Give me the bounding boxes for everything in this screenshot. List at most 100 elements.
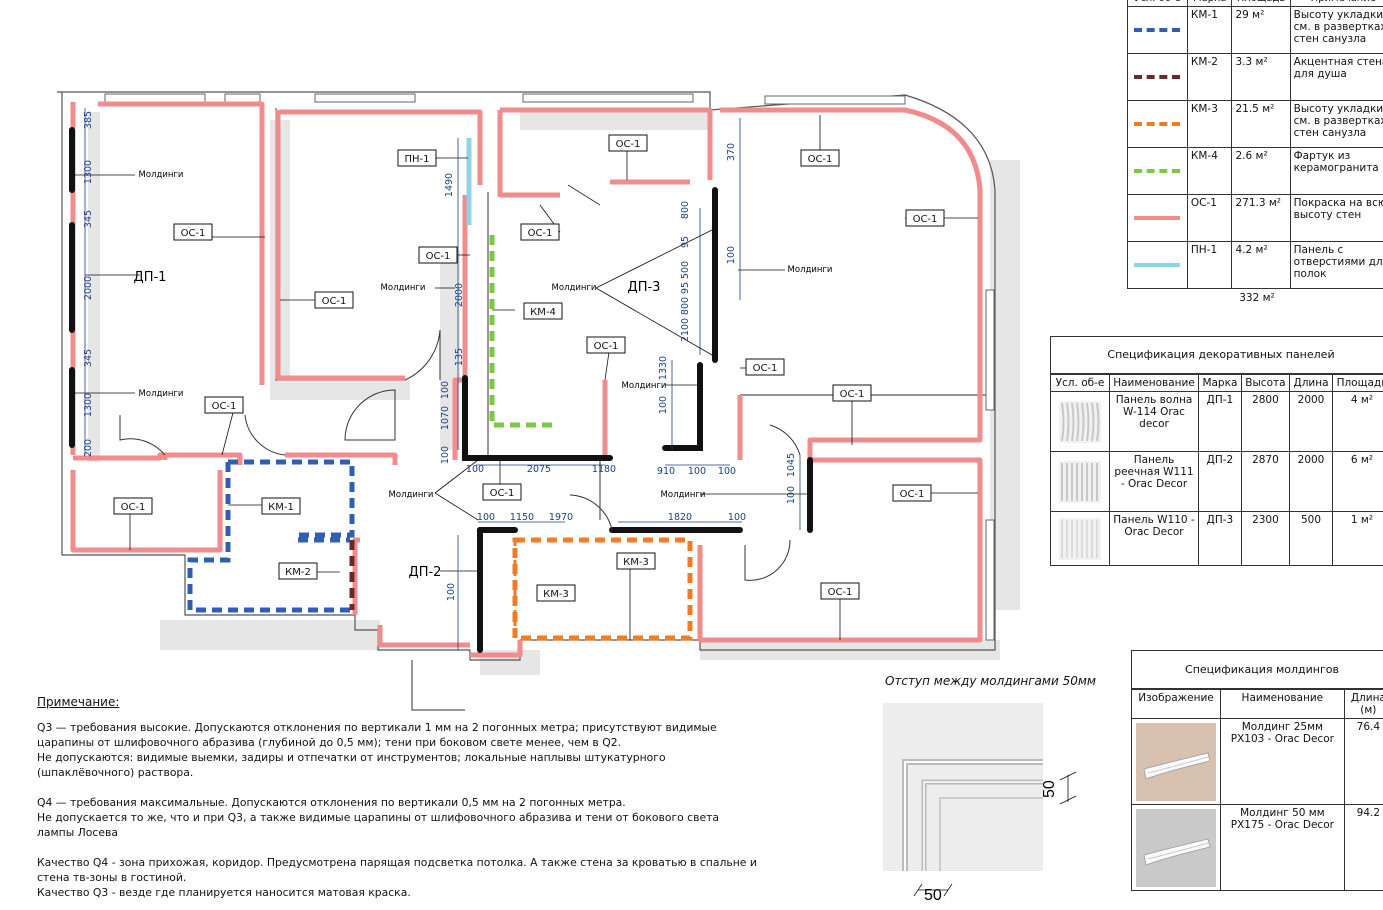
finish-mark: КМ-4 <box>1186 147 1233 195</box>
svg-text:КМ-3: КМ-3 <box>543 589 569 600</box>
moldings-label: Молдинги <box>139 389 184 399</box>
molding-header: Изображение <box>1131 689 1221 719</box>
svg-text:ОС-1: ОС-1 <box>828 587 853 598</box>
legend-swatch <box>1134 122 1181 126</box>
dimension-label: 370 <box>726 143 737 161</box>
panel-area: 6 м² <box>1331 451 1383 512</box>
offset-dim-horizontal: 50 <box>924 887 942 904</box>
finish-area: 29 м² <box>1231 6 1291 54</box>
room-label-km2: КМ-2 <box>278 562 318 580</box>
finish-mark: КМ-1 <box>1186 6 1233 54</box>
finish-note: Высоту укладки см. в развертках стен сан… <box>1289 6 1383 54</box>
note-q4-not: Не допускается то же, что и при Q3, а та… <box>37 811 720 839</box>
svg-text:ОС-1: ОС-1 <box>840 389 865 400</box>
dimension-label: 100 <box>440 446 451 464</box>
panel-thumb <box>1050 511 1110 566</box>
room-label-os1-bed2: ОС-1 <box>314 291 354 309</box>
finish-note: Акцентная стена для душа <box>1289 53 1383 101</box>
dimension-label: 100 <box>446 583 457 601</box>
dp-label-1: ДП-1 <box>134 270 167 285</box>
moldings-label: Молдинги <box>381 283 426 293</box>
svg-text:КМ-4: КМ-4 <box>530 307 556 318</box>
room-label-os1-right: ОС-1 <box>800 149 840 167</box>
finish-swatch <box>1127 6 1188 54</box>
finish-table: Усл. об-еМаркаПлощадьПримечание КМ-129 м… <box>1127 0 1383 304</box>
dimension-label: 1300 <box>83 160 94 184</box>
notes: Примечание: Q3 — требования высокие. Доп… <box>37 695 757 900</box>
finish-note: Высоту укладки см. в развертках стен сан… <box>1289 100 1383 148</box>
svg-text:ОС-1: ОС-1 <box>913 214 938 225</box>
molding-image <box>1136 722 1216 801</box>
finish-swatch <box>1127 147 1188 195</box>
panel-table-title: Спецификация декоративных панелей <box>1050 336 1383 374</box>
notes-title: Примечание: <box>37 695 120 709</box>
room-label-os1-hallb: ОС-1 <box>482 483 522 501</box>
dimension-label: 100 <box>658 396 669 414</box>
dimension-label: 100 <box>477 512 495 523</box>
dimension-label: 100 <box>440 381 451 399</box>
room-labels: ОС-1ОС-1ПН-1ОС-1ОС-1КМ-4ОС-1ОС-1ОС-1ОС-1… <box>113 134 945 602</box>
room-label-pn1: ПН-1 <box>397 149 437 167</box>
dimension-label: 1330 <box>658 356 669 380</box>
dimension-label: 100 <box>728 512 746 523</box>
moldings-label: Молдинги <box>552 283 597 293</box>
svg-text:ОС-1: ОС-1 <box>528 228 553 239</box>
svg-text:ПН-1: ПН-1 <box>404 154 429 165</box>
paint-walls <box>70 101 983 658</box>
panel-name: Панель W110 - Orac Decor <box>1109 511 1199 566</box>
doors <box>119 184 801 711</box>
svg-text:ОС-1: ОС-1 <box>808 154 833 165</box>
molding-header: Длина (м) <box>1343 689 1383 719</box>
dimension-label: 1490 <box>444 173 455 197</box>
panel-header: Площадь <box>1331 374 1383 392</box>
offset-detail: 50 50 <box>883 703 1077 904</box>
panel-area: 4 м² <box>1331 391 1383 452</box>
dimension-label: 100 <box>688 466 706 477</box>
room-label-os1-corr: ОС-1 <box>586 336 626 354</box>
finish-mark: КМ-2 <box>1186 53 1233 101</box>
svg-text:КМ-1: КМ-1 <box>268 502 294 513</box>
finish-note: Фартук из керамогранита <box>1289 147 1383 195</box>
panel-height: 2300 <box>1240 511 1291 566</box>
room-label-os1-left: ОС-1 <box>173 223 213 241</box>
legend-swatch <box>1134 263 1181 267</box>
finish-mark: ОС-1 <box>1186 194 1233 242</box>
svg-text:ОС-1: ОС-1 <box>426 251 451 262</box>
dimension-label: 135 <box>454 348 465 366</box>
km1-tiles <box>187 459 355 613</box>
svg-text:ОС-1: ОС-1 <box>594 341 619 352</box>
legend-swatch <box>1134 216 1181 220</box>
svg-text:ОС-1: ОС-1 <box>900 489 925 500</box>
svg-text:ОС-1: ОС-1 <box>322 296 347 307</box>
dimension-label: 345 <box>83 349 94 367</box>
room-label-os1-mid: ОС-1 <box>520 223 560 241</box>
panel-header: Высота <box>1240 374 1291 392</box>
dimension-label: 1045 <box>786 453 797 477</box>
finish-mark: ПН-1 <box>1186 241 1233 289</box>
molding-name: Молдинг 25мм PX103 - Orac Decor <box>1220 718 1345 805</box>
finish-total: 332 м² <box>1239 292 1275 304</box>
dimension-lines <box>84 108 801 650</box>
svg-text:ОС-1: ОС-1 <box>212 401 237 412</box>
panel-thumb <box>1050 451 1110 512</box>
finish-swatch <box>1127 100 1188 148</box>
svg-text:КМ-2: КМ-2 <box>285 567 311 578</box>
km4-tiles <box>489 235 555 428</box>
panel-image <box>1059 400 1101 443</box>
molding-name: Молдинг 50 мм PX175 - Orac Decor <box>1220 804 1345 891</box>
moldings-label: Молдинги <box>389 490 434 500</box>
note-q4: Q4 — требования максимальные. Допускаютс… <box>37 796 626 809</box>
molding-thumb <box>1131 718 1221 805</box>
finish-swatch <box>1127 241 1188 289</box>
svg-text:ОС-1: ОС-1 <box>490 488 515 499</box>
panel-mark: ДП-2 <box>1198 451 1242 512</box>
finish-area: 3.3 м² <box>1231 53 1291 101</box>
panel-area: 1 м² <box>1331 511 1383 566</box>
